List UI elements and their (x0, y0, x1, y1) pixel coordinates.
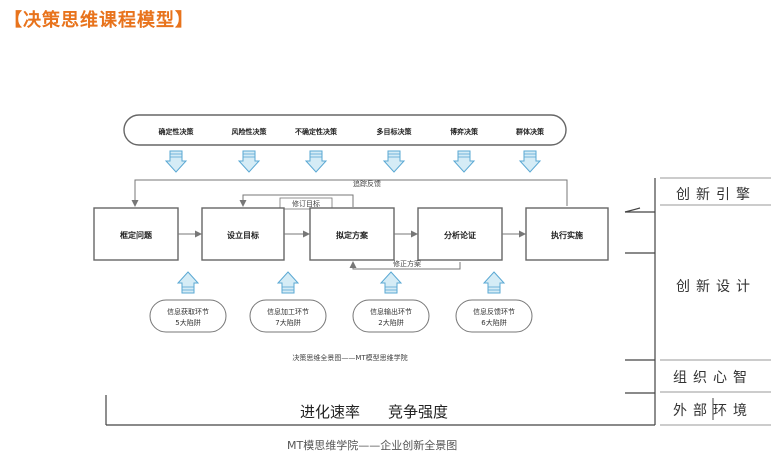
tracking-feedback-line (131, 179, 568, 207)
decision-types-capsule (123, 114, 567, 146)
step-box-2 (309, 207, 395, 261)
up-arrow-icon (482, 271, 506, 294)
revise-goal-label: 修订目标 (292, 199, 320, 208)
step-box-4 (525, 207, 609, 261)
decision-type-4: 博弈决策 (450, 127, 479, 136)
info-stage-title-2: 信息输出环节 (370, 307, 412, 316)
revise-plan-label: 修正方案 (393, 259, 421, 268)
down-arrow-icon (452, 150, 476, 173)
decision-type-0: 确定性决策 (159, 127, 195, 136)
page-title: 【决策思维课程模型】 (4, 10, 194, 31)
down-arrow-icon (382, 150, 406, 173)
down-arrow-icon (304, 150, 328, 173)
info-stage-capsule-3 (455, 299, 533, 333)
revise-goal-tag (279, 197, 333, 210)
step-box-1 (201, 207, 285, 261)
info-stage-traps-3: 6大陷阱 (481, 318, 506, 327)
step-box-3 (417, 207, 503, 261)
info-stage-title-1: 信息加工环节 (267, 307, 309, 316)
decision-type-3: 多目标决策 (377, 127, 413, 136)
step-label-4: 执行实施 (551, 230, 583, 240)
label-innovation-design: 创新设计 (676, 279, 756, 295)
evolution-rate-text: 进化速率 (300, 403, 361, 421)
tracking-feedback-label: 追踪反馈 (353, 179, 381, 188)
revise-goal-line (239, 194, 354, 207)
decision-type-5: 群体决策 (516, 127, 545, 136)
up-arrow-icon (379, 271, 403, 294)
step-box-0 (93, 207, 179, 261)
info-stage-title-3: 信息反馈环节 (473, 307, 515, 316)
step-label-1: 设立目标 (227, 230, 259, 240)
frame-bracket-mark (624, 207, 641, 213)
info-stage-capsule-1 (249, 299, 327, 333)
competition-intensity-text: 竞争强度 (388, 403, 449, 421)
info-stage-traps-0: 5大陷阱 (175, 318, 200, 327)
up-arrow-icon (176, 271, 200, 294)
decision-type-2: 不确定性决策 (295, 127, 338, 136)
diagram-caption: 决策思维全景图——MT模型思维学院 (292, 353, 407, 362)
step-label-2: 拟定方案 (336, 230, 369, 240)
info-stage-capsule-0 (149, 299, 227, 333)
step-label-3: 分析论证 (444, 230, 476, 240)
label-org-mind: 组织心智 (673, 370, 753, 386)
label-external-env: 外部环境 (673, 403, 753, 419)
info-stage-traps-1: 7大陷阱 (275, 318, 300, 327)
up-arrow-icon (276, 271, 300, 294)
down-arrow-icon (164, 150, 188, 173)
info-stage-title-0: 信息获取环节 (167, 307, 209, 316)
label-innovation-engine: 创新引擎 (676, 187, 756, 203)
revise-plan-line (349, 261, 461, 270)
decision-type-1: 风险性决策 (232, 127, 268, 136)
info-stage-capsule-2 (352, 299, 430, 333)
down-arrow-icon (237, 150, 261, 173)
step-label-0: 框定问题 (120, 230, 153, 240)
info-stage-traps-2: 2大陷阱 (378, 318, 403, 327)
footer-caption: MT模思维学院——企业创新全景图 (287, 439, 458, 452)
down-arrow-icon (518, 150, 542, 173)
